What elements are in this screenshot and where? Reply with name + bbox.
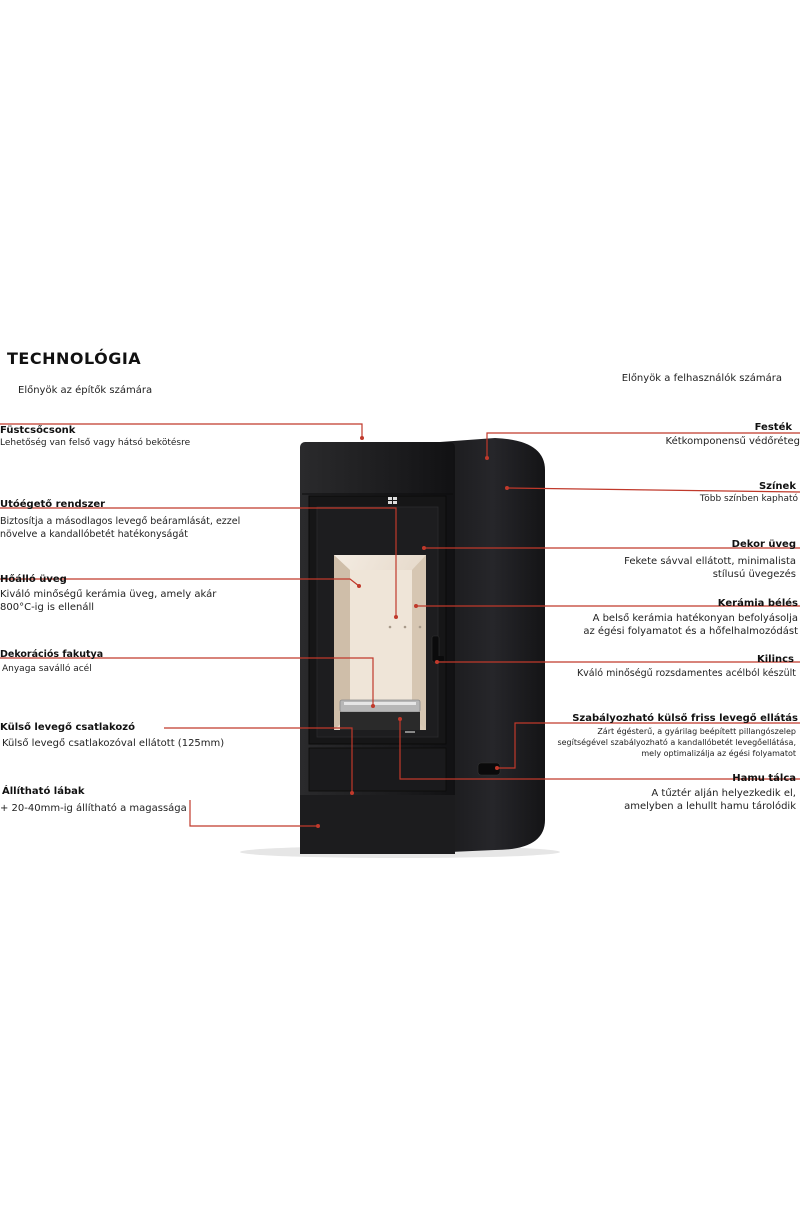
leader-hoallo xyxy=(0,578,360,587)
desc-szabalyozhato: Zárt égésterű, a gyárilag beépített pill… xyxy=(557,727,796,758)
right-leaders xyxy=(398,432,800,780)
label-keramia: Kerámia bélés xyxy=(717,598,798,609)
label-hoallo: Hőálló üveg xyxy=(0,574,67,585)
leader-szabalyozhato xyxy=(497,722,800,769)
leader-festek xyxy=(486,432,800,458)
stove-base xyxy=(300,795,455,854)
leader-hamu-talca xyxy=(399,719,800,780)
label-fustcsocsonk: Füstcsőcsonk xyxy=(0,425,76,436)
label-fakutya: Dekorációs fakutya xyxy=(0,649,104,660)
leader-utoegeto xyxy=(0,507,397,617)
label-labak: Állítható lábak xyxy=(2,786,85,797)
leader-kulso-levego xyxy=(164,727,353,793)
desc-kilincs: Kváló minőségű rozsdamentes acélból kész… xyxy=(576,668,796,679)
label-dekor-uveg: Dekor üveg xyxy=(731,539,796,550)
leader-labak xyxy=(189,800,318,827)
leader-szinek xyxy=(506,487,800,493)
desc-festek: Kétkomponensű védőréteg xyxy=(665,436,800,447)
builders-caption: Előnyök az építők számára xyxy=(18,385,153,396)
desc-kulso-levego: Külső levegő csatlakozóval ellátott (125… xyxy=(2,738,225,749)
desc-szinek: Több színben kapható xyxy=(699,494,798,504)
desc-utoegeto: Biztosítja a másodlagos levegő beáramlás… xyxy=(0,516,241,540)
page-title: TECHNOLÓGIA xyxy=(7,349,142,368)
label-kilincs: Kilincs xyxy=(756,654,794,665)
stove-side-panel xyxy=(440,438,545,852)
desc-fustcsocsonk: Lehetőség van felső vagy hátsó bekötésre xyxy=(0,438,191,448)
desc-labak: + 20-40mm-ig állítható a magassága xyxy=(0,803,187,814)
handle-tab xyxy=(433,656,444,661)
label-utoegeto: Utóégető rendszer xyxy=(0,499,106,510)
desc-fakutya: Anyaga saválló acél xyxy=(2,664,92,674)
leader-fakutya xyxy=(0,657,374,706)
leader-fustcsocsonk xyxy=(0,423,363,438)
label-szinek: Színek xyxy=(758,481,796,492)
desc-hamu-talca: A tűztér alján helyezkedik el, amelyben … xyxy=(624,788,796,812)
label-hamu-talca: Hamu tálca xyxy=(732,773,796,784)
label-szabalyozhato: Szabályozható külső friss levegő ellátás xyxy=(572,713,798,724)
external-air-connector xyxy=(477,762,501,776)
ash-tray-drawer xyxy=(308,747,447,792)
desc-hoallo: Kiváló minőségű kerámia üveg, amely akár… xyxy=(0,589,217,613)
desc-keramia: A belső kerámia hatékonyan befolyásolja … xyxy=(583,613,798,637)
air-regulator-icon xyxy=(388,497,397,504)
stove-illustration xyxy=(240,438,560,858)
desc-dekor-uveg: Fekete sávval ellátott, minimalista stíl… xyxy=(624,556,796,580)
left-leaders xyxy=(0,423,398,828)
label-festek: Festék xyxy=(754,422,792,433)
ceramic-lining xyxy=(334,555,426,730)
decorative-grate xyxy=(339,699,421,730)
brand-logo-mark xyxy=(405,731,415,733)
label-kulso-levego: Külső levegő csatlakozó xyxy=(0,722,135,733)
users-caption: Előnyök a felhasználók számára xyxy=(621,373,782,384)
